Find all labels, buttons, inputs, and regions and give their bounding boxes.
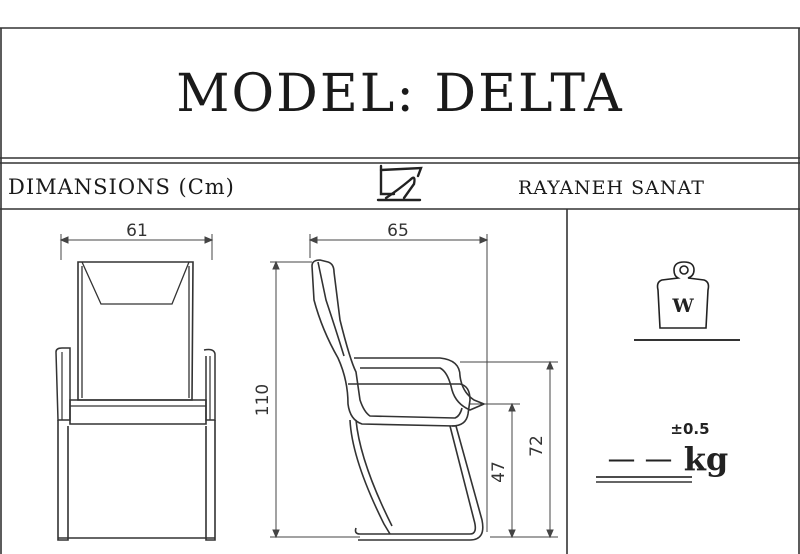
weight-symbol: W xyxy=(671,295,694,317)
total-height-dimension xyxy=(270,260,360,539)
chair-side-view xyxy=(270,234,558,541)
weight-tolerance: ±0.5 xyxy=(670,420,709,438)
arm-height-label: 72 xyxy=(527,435,547,457)
chair-logo-icon xyxy=(376,164,423,202)
model-title: MODEL: DELTA xyxy=(176,64,624,124)
seat-height-label: 47 xyxy=(489,461,509,483)
chair-front-view xyxy=(55,234,216,541)
weight-icon xyxy=(656,261,710,329)
weight-value: — — xyxy=(608,442,673,475)
weight-unit: kg xyxy=(684,440,729,478)
front-width-label: 61 xyxy=(126,221,148,241)
total-height-label: 110 xyxy=(253,384,273,416)
side-depth-label: 65 xyxy=(387,221,409,241)
table-frame xyxy=(0,27,800,554)
side-depth-dimension xyxy=(308,234,489,532)
seat-height-dimension xyxy=(470,402,520,539)
front-width-dimension xyxy=(59,234,214,260)
brand-label: RAYANEH SANAT xyxy=(518,177,705,199)
arm-height-dimension xyxy=(460,360,558,539)
dimensions-label: DIMANSIONS (Cm) xyxy=(8,175,235,199)
